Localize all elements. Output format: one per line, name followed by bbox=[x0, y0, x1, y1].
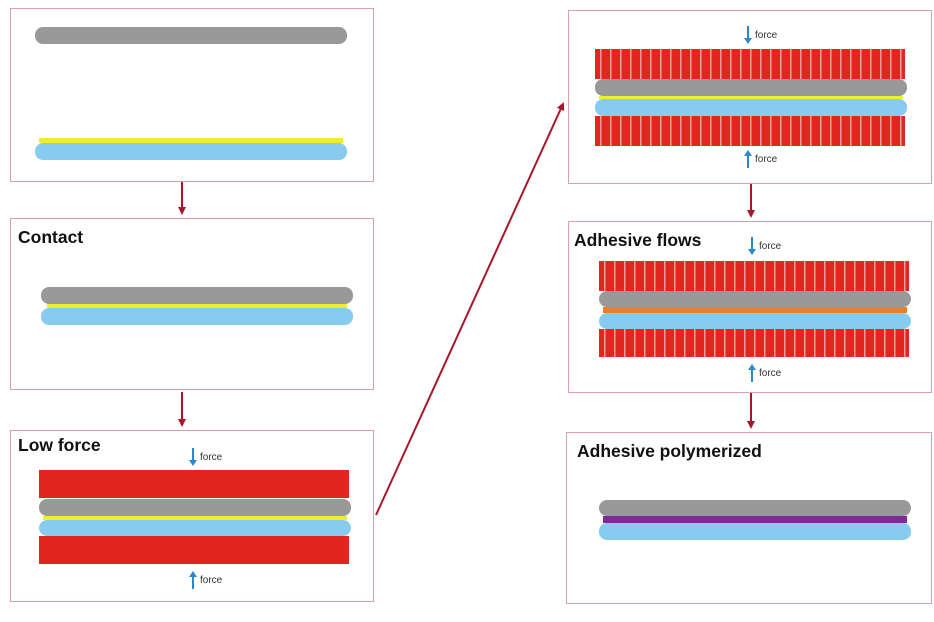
press-plate-top bbox=[39, 470, 349, 498]
panel-adhesive-flows: Adhesive flows force force bbox=[568, 221, 932, 393]
press-plate-bottom bbox=[39, 536, 349, 564]
panel-low-force: Low force force force bbox=[10, 430, 374, 602]
adhesive-layer bbox=[47, 304, 347, 308]
substrate-top bbox=[35, 27, 347, 44]
force-label: force bbox=[200, 451, 223, 463]
substrate-bottom bbox=[599, 313, 911, 329]
force-indicator-top: force bbox=[188, 447, 222, 467]
adhesive-layer bbox=[599, 96, 903, 99]
panel-title: Low force bbox=[18, 435, 101, 455]
adhesive-layer-flowing bbox=[603, 307, 907, 313]
force-indicator-bottom: force bbox=[743, 149, 777, 169]
press-plate-bottom bbox=[595, 116, 905, 146]
up-arrow-icon bbox=[744, 150, 752, 168]
substrate-top bbox=[41, 287, 353, 304]
down-arrow-icon bbox=[748, 237, 756, 255]
substrate-top bbox=[599, 500, 911, 516]
adhesive-layer bbox=[43, 516, 347, 520]
adhesive-layer bbox=[39, 138, 343, 143]
substrate-bottom bbox=[35, 143, 347, 160]
up-arrow-icon bbox=[189, 571, 197, 589]
force-label: force bbox=[200, 574, 223, 586]
panel-title: Adhesive flows bbox=[574, 230, 702, 250]
substrate-top bbox=[39, 499, 351, 516]
force-indicator-bottom: force bbox=[188, 570, 222, 590]
substrate-bottom bbox=[599, 523, 911, 540]
panel-title: Adhesive polymerized bbox=[577, 441, 762, 461]
panel-adhesive-polymerized: Adhesive polymerized bbox=[566, 432, 932, 604]
force-label: force bbox=[759, 367, 782, 379]
substrate-bottom bbox=[41, 308, 353, 325]
press-plate-bottom bbox=[599, 329, 909, 357]
down-arrow-icon bbox=[189, 448, 197, 466]
substrate-top bbox=[595, 79, 907, 96]
up-arrow-icon bbox=[748, 364, 756, 382]
press-plate-top bbox=[599, 261, 909, 291]
force-label: force bbox=[759, 240, 782, 252]
panel-initial bbox=[10, 8, 374, 182]
substrate-top bbox=[599, 291, 911, 307]
panel-title: Contact bbox=[18, 227, 84, 247]
substrate-bottom bbox=[595, 99, 907, 116]
force-indicator-top: force bbox=[743, 25, 777, 45]
force-indicator-top: force bbox=[747, 236, 781, 256]
panel-contact: Contact bbox=[10, 218, 374, 390]
force-label: force bbox=[755, 153, 778, 165]
arrow-low-force-to-high-force bbox=[375, 102, 565, 516]
down-arrow-icon bbox=[744, 26, 752, 44]
force-label: force bbox=[755, 29, 778, 41]
press-plate-top bbox=[595, 49, 905, 79]
force-indicator-bottom: force bbox=[747, 363, 781, 383]
adhesive-layer-cured bbox=[603, 516, 907, 523]
substrate-bottom bbox=[39, 520, 351, 536]
panel-high-force: force force bbox=[568, 10, 932, 184]
